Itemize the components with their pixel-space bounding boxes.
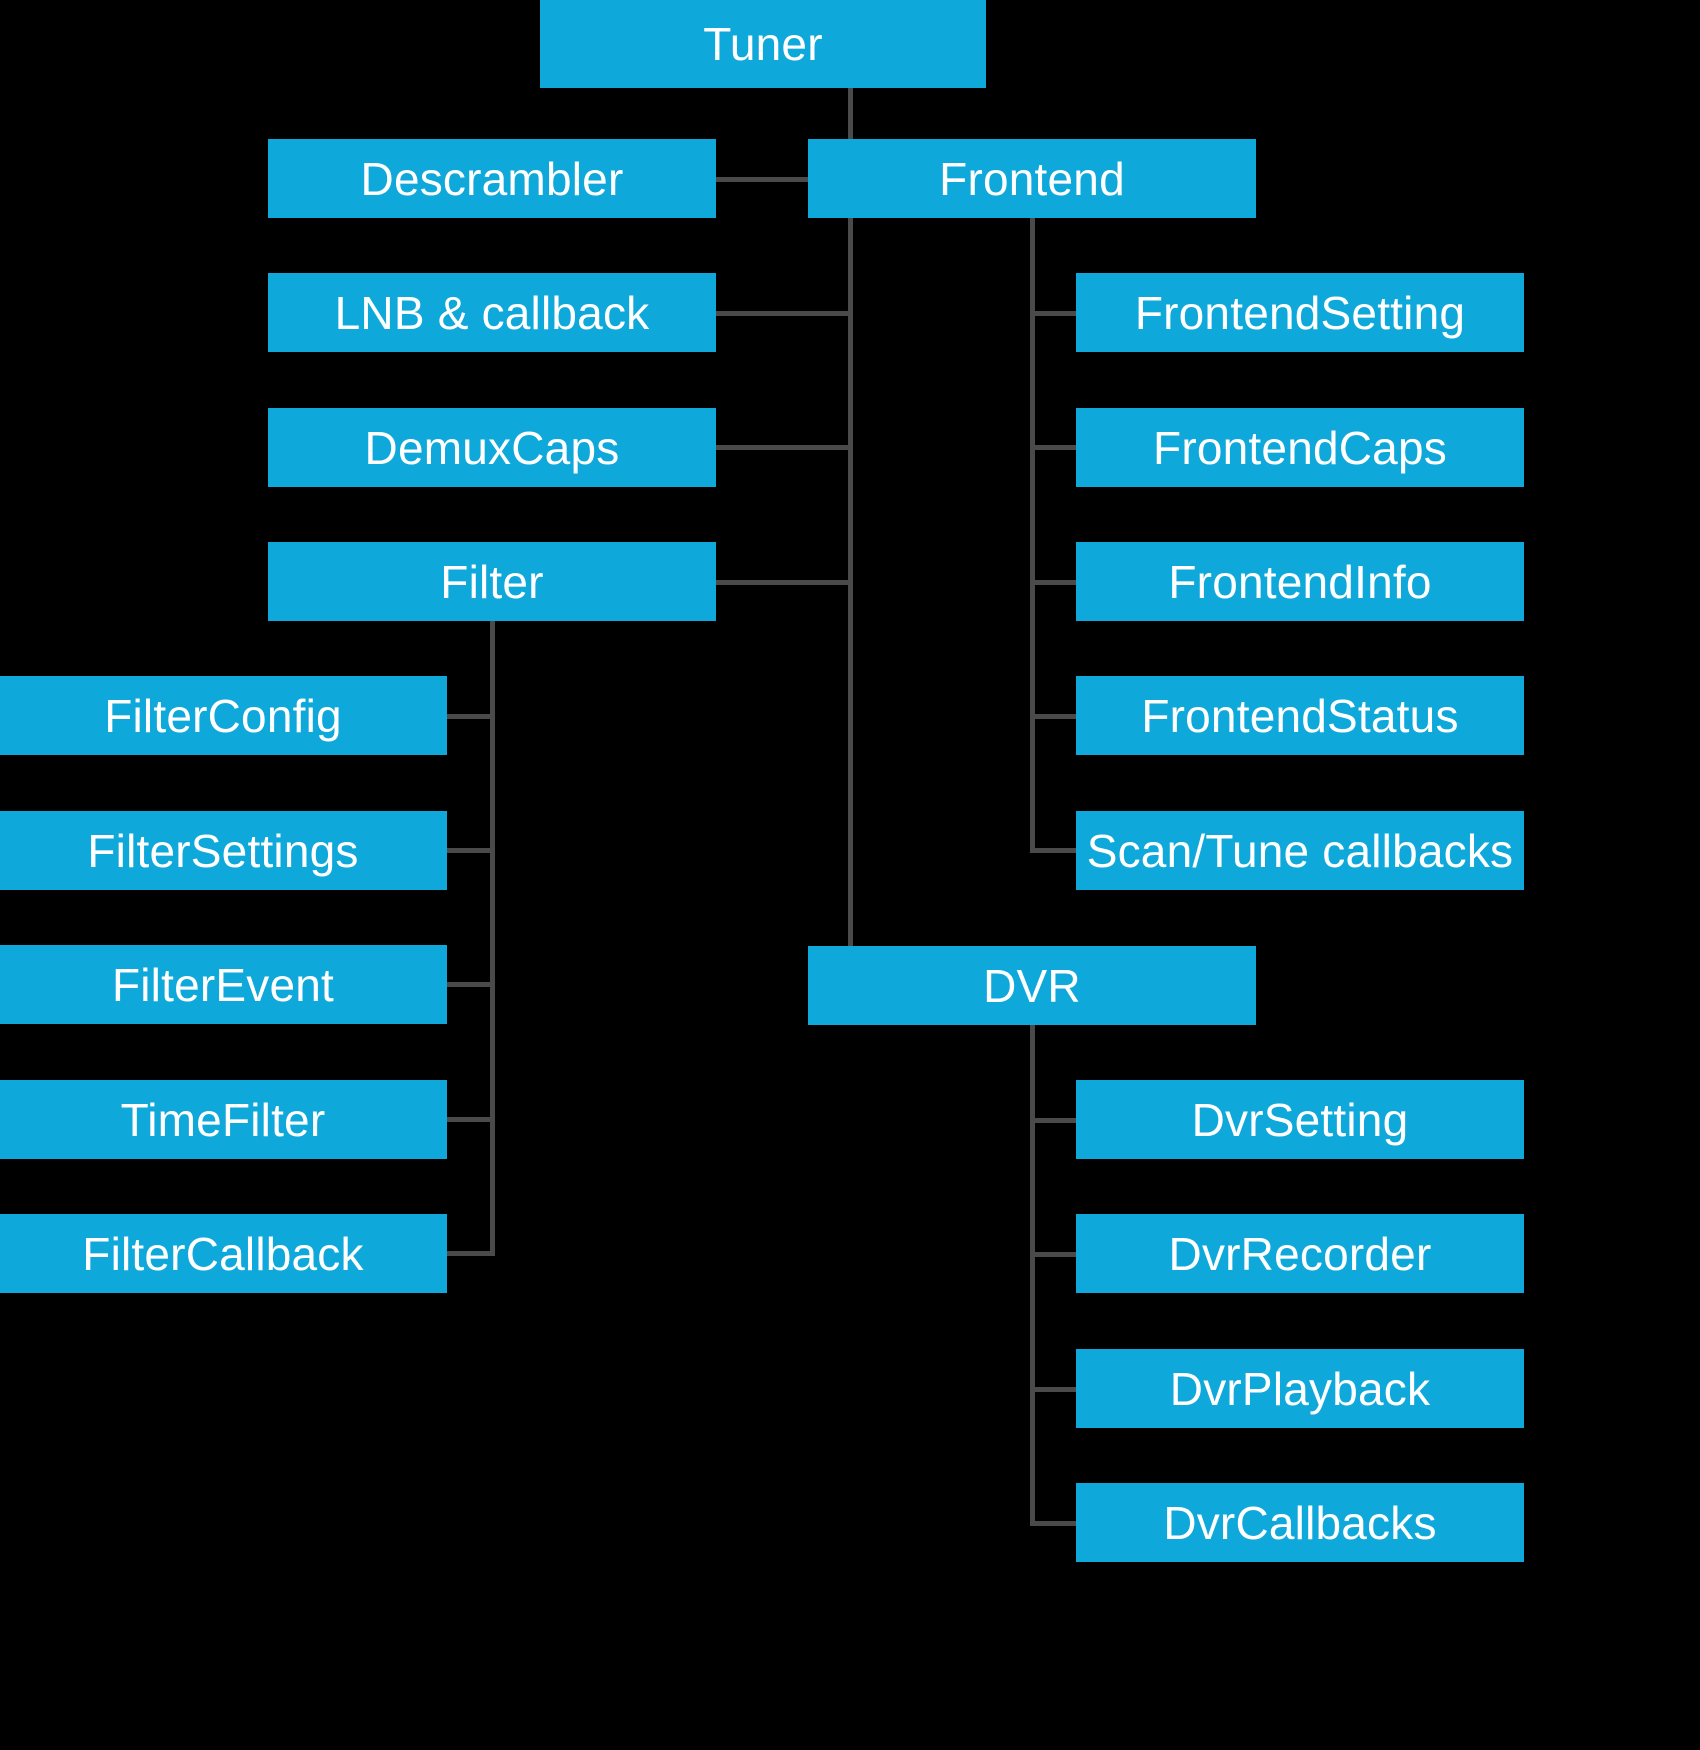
edge-filter-to-filterconfig: [447, 714, 495, 719]
node-filter[interactable]: Filter: [268, 542, 716, 621]
node-demuxcaps[interactable]: DemuxCaps: [268, 408, 716, 487]
node-lnb-callback[interactable]: LNB & callback: [268, 273, 716, 352]
node-frontendstatus[interactable]: FrontendStatus: [1076, 676, 1524, 755]
edge-frontend-to-frontendcaps: [1030, 445, 1078, 450]
node-descrambler[interactable]: Descrambler: [268, 139, 716, 218]
node-frontendsetting[interactable]: FrontendSetting: [1076, 273, 1524, 352]
node-dvrrecorder[interactable]: DvrRecorder: [1076, 1214, 1524, 1293]
edge-trunk-main: [848, 88, 853, 990]
edge-trunk-to-lnb: [716, 311, 850, 316]
edge-trunk-to-demuxcaps: [716, 445, 850, 450]
edge-frontend-to-frontendsetting: [1030, 311, 1078, 316]
edge-frontend-to-frontendstatus: [1030, 714, 1078, 719]
node-dvr[interactable]: DVR: [808, 946, 1256, 1025]
node-scan-tune-callbacks[interactable]: Scan/Tune callbacks: [1076, 811, 1524, 890]
node-frontend[interactable]: Frontend: [808, 139, 1256, 218]
node-timefilter[interactable]: TimeFilter: [0, 1080, 447, 1159]
node-frontendcaps[interactable]: FrontendCaps: [1076, 408, 1524, 487]
edge-trunk-to-filter: [716, 580, 850, 585]
edge-spine-filter: [490, 620, 495, 1252]
edge-spine-frontend: [1030, 218, 1035, 853]
edge-dvr-to-dvrplayback: [1030, 1387, 1078, 1392]
node-filterconfig[interactable]: FilterConfig: [0, 676, 447, 755]
node-filtercallback[interactable]: FilterCallback: [0, 1214, 447, 1293]
node-filterevent[interactable]: FilterEvent: [0, 945, 447, 1024]
edge-filter-to-filterevent: [447, 982, 495, 987]
node-tuner[interactable]: Tuner: [540, 0, 986, 88]
edge-dvr-to-dvrrecorder: [1030, 1252, 1078, 1257]
edge-filter-to-timefilter: [447, 1117, 495, 1122]
edge-spine-dvr: [1030, 1025, 1035, 1525]
edge-trunk-to-descrambler: [716, 177, 850, 182]
edge-frontend-to-frontendinfo: [1030, 580, 1078, 585]
node-dvrcallbacks[interactable]: DvrCallbacks: [1076, 1483, 1524, 1562]
edge-dvr-to-dvrsetting: [1030, 1118, 1078, 1123]
edge-filter-to-filtercallback: [447, 1251, 495, 1256]
node-filtersettings[interactable]: FilterSettings: [0, 811, 447, 890]
edge-frontend-to-scantune: [1030, 848, 1078, 853]
node-dvrplayback[interactable]: DvrPlayback: [1076, 1349, 1524, 1428]
edge-filter-to-filtersettings: [447, 848, 495, 853]
node-dvrsetting[interactable]: DvrSetting: [1076, 1080, 1524, 1159]
node-frontendinfo[interactable]: FrontendInfo: [1076, 542, 1524, 621]
edge-dvr-to-dvrcallbacks: [1030, 1521, 1078, 1526]
